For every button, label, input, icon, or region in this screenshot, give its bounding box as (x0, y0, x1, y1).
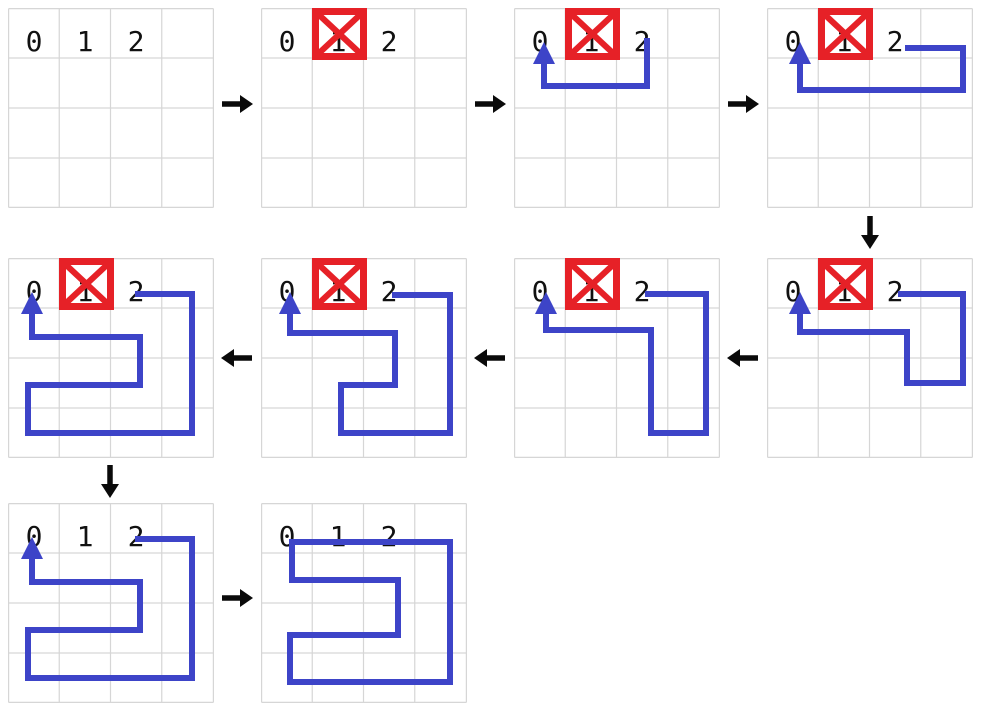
coverage-path (541, 38, 650, 89)
step-arrow-right-icon (473, 94, 507, 114)
step-arrow-down-icon (99, 463, 121, 499)
column-label-0: 0 (279, 25, 296, 58)
blocked-cell-x-icon (818, 8, 873, 60)
column-label-2: 2 (887, 275, 904, 308)
coverage-path (25, 536, 195, 681)
step-arrow-right-svg (475, 95, 506, 113)
step-arrow-down-icon (859, 214, 881, 250)
coverage-path (25, 291, 195, 436)
coverage-path (287, 292, 453, 436)
step-arrow-right-svg (728, 95, 759, 113)
path-arrowhead-up-icon (21, 537, 43, 559)
blocked-cell-x-icon (312, 258, 367, 310)
step-arrow-right-icon (220, 94, 254, 114)
grid-svg-step-1: 0 1 2 (8, 8, 214, 208)
coverage-path-closed-loop (287, 539, 453, 685)
grid-lines (261, 503, 467, 703)
step-arrow-left-svg (727, 349, 758, 367)
column-label-1: 1 (77, 520, 94, 553)
path-arrowhead-up-icon (533, 42, 555, 64)
column-label-1: 1 (330, 520, 347, 553)
step-arrow-right-svg (222, 95, 253, 113)
path-arrowhead-up-icon (279, 292, 301, 314)
step-arrow-left-svg (221, 349, 252, 367)
step-arrow-right-icon (726, 94, 760, 114)
blocked-cell-x-icon (565, 8, 620, 60)
step-arrow-down-svg (101, 465, 119, 498)
path-arrowhead-up-icon (789, 292, 811, 314)
column-label-2: 2 (887, 25, 904, 58)
grid-lines (8, 8, 214, 208)
blocked-cell-x-icon (818, 258, 873, 310)
column-label-2: 2 (128, 25, 145, 58)
column-label-2: 2 (634, 275, 651, 308)
step-arrow-left-icon (726, 348, 760, 368)
step-arrow-left-icon (473, 348, 507, 368)
column-label-1: 1 (77, 25, 94, 58)
coverage-path (543, 291, 709, 436)
blocked-cell-x-icon (312, 8, 367, 60)
column-label-2: 2 (381, 275, 398, 308)
step-arrow-left-svg (474, 349, 505, 367)
column-label-2: 2 (381, 520, 398, 553)
path-arrowhead-up-icon (789, 42, 811, 64)
column-label-0: 0 (26, 25, 43, 58)
step-arrow-right-icon (220, 588, 254, 608)
step-arrow-down-svg (861, 216, 879, 249)
blocked-cell-x-icon (565, 258, 620, 310)
step-arrow-left-icon (220, 348, 254, 368)
column-label-2: 2 (381, 25, 398, 58)
blocked-cell-x-icon (59, 258, 114, 310)
coverage-path (797, 291, 966, 386)
path-arrowhead-up-icon (21, 292, 43, 314)
step-arrow-right-svg (222, 589, 253, 607)
grid-panel-step-1: 0 1 2 (8, 8, 214, 208)
coverage-path (797, 45, 966, 93)
path-arrowhead-up-icon (535, 292, 557, 314)
